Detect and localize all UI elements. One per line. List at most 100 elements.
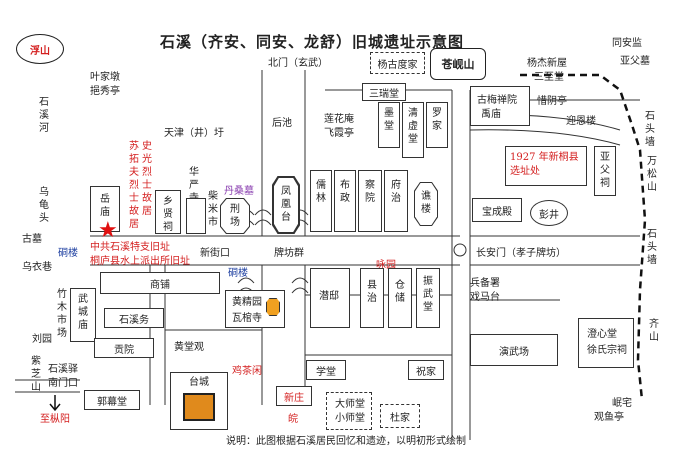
wuyi-xiang-label: 乌衣巷	[22, 262, 52, 273]
tonglu-label: 桐庐县水上派出所旧址	[90, 256, 190, 267]
yang-jie-label: 杨杰新屋	[527, 58, 567, 69]
xiang-ci-label: 乡贤祠	[163, 196, 173, 233]
huayan-gate	[186, 198, 206, 234]
fuzhi-label: 府治	[391, 180, 401, 204]
chezi-label: 岷宅	[612, 398, 632, 409]
liuyuan-label: 刘园	[32, 334, 52, 345]
red-star-icon: ★	[98, 218, 118, 243]
luojia-label: 罗家	[432, 108, 442, 132]
xuetang-label: 学堂	[316, 366, 336, 378]
qingxu-tang-label: 清虚堂	[408, 108, 418, 145]
mo-tang-label: 墨堂	[384, 108, 394, 132]
dujia-label: 杜家	[390, 412, 410, 424]
xu-zhao-label: 徐氏宗祠	[587, 345, 627, 356]
baocheng-box: 宝成殿	[472, 198, 522, 222]
chayuan-box: 察院	[358, 170, 382, 232]
luojia-box: 罗家	[426, 102, 448, 148]
buzheng-label: 布政	[340, 180, 350, 204]
fushan-label: 浮山	[30, 45, 50, 57]
chayuan-label: 察院	[365, 180, 375, 204]
shixi-yi-label: 石溪驿	[48, 364, 78, 375]
sanrui-tang-box: 三瑞堂	[362, 83, 406, 101]
zhenwu-tang-box: 振武堂	[416, 268, 440, 328]
hou-chi-label: 后池	[272, 118, 292, 129]
dashi-box: 大师堂 小师堂	[326, 392, 372, 430]
shixi-he-label: 石溪河	[39, 97, 49, 134]
cangyan-box: 苍岘山	[430, 48, 486, 80]
wansong-shan-label: 万松山	[647, 156, 657, 193]
xinzhuang-label: 新庄	[284, 392, 304, 404]
qiaolou-l2-label: 硐楼	[228, 268, 248, 279]
yue-miao-box: 岳庙	[90, 186, 120, 232]
huangjing-box: 黄精园 瓦棺寺	[225, 290, 285, 328]
shitou-qiang2-label: 石头墙	[647, 229, 657, 266]
yang-gu-du-label: 杨古度家	[377, 59, 418, 71]
zhumu-shichang-label: 竹木市场	[57, 289, 67, 339]
martyrs2-label: 史光烈士故居	[142, 141, 152, 217]
yafu-ci-box: 亚父祠	[594, 146, 616, 196]
pengjing-oval: 彭井	[530, 200, 568, 226]
martyrs-label: 苏拓夫烈士故居	[129, 141, 139, 230]
fushan-badge: 浮山	[16, 34, 64, 64]
shitou-qiang1-label: 石头墙	[645, 111, 655, 148]
yanwu-chang-label: 演武场	[499, 346, 529, 358]
guomu-tang-label: 郭幕堂	[97, 396, 127, 408]
dashi-tang-label: 大师堂	[335, 399, 365, 410]
cangchu-box: 仓储	[388, 268, 412, 328]
xingchang-box: 刑场	[220, 198, 250, 234]
chengxin-label: 澄心堂	[587, 329, 617, 340]
wugui-tou-label: 乌龟头	[39, 187, 49, 224]
chaimi-label: 柴米市	[208, 191, 218, 228]
guomu-tang-box: 郭幕堂	[84, 390, 140, 410]
tongan-jian-label: 同安监	[612, 38, 642, 49]
sanzhi-tang-label: 三至堂	[534, 72, 564, 83]
changan-men-label: 长安门（孝子牌坊）	[476, 248, 566, 259]
cangyan-label: 苍岘山	[441, 58, 475, 71]
qiandi-box: 潜邸	[310, 268, 350, 328]
xiang-ci-box: 乡贤祠	[155, 190, 181, 234]
beimen-label: 北门（玄武）	[268, 58, 328, 69]
shangpu-box: 商铺	[100, 272, 220, 294]
yexu-ting-label: 挹秀亭	[90, 86, 120, 97]
dujia-box: 杜家	[380, 404, 420, 428]
zheng-label: 皖	[288, 414, 298, 425]
xianzhi-box: 县治	[360, 268, 384, 328]
shixi-wu-box: 石溪务	[104, 308, 164, 328]
shangpu-label: 商铺	[150, 279, 170, 291]
feixia-ting-label: 飞霞亭	[324, 128, 354, 139]
fuzhi-box: 府治	[384, 170, 408, 232]
tai-cheng-box: 台城	[170, 372, 228, 430]
zhenwu-tang-label: 振武堂	[423, 276, 433, 313]
yexu-tan-label: 叶家墩	[90, 72, 120, 83]
qiaolou-box: 谯楼	[414, 182, 438, 226]
lantern-icon	[266, 298, 280, 316]
huangjing-label: 黄精园	[232, 297, 262, 308]
gumei-label: 古梅禅院	[477, 95, 517, 106]
gumu-label: 古墓	[22, 234, 42, 245]
wucheng-miao-box: 武城庙	[70, 288, 96, 342]
rulin-box: 儒林	[310, 170, 332, 232]
yafu-ci-label: 亚父祠	[600, 152, 610, 189]
baocheng-label: 宝成殿	[482, 206, 512, 218]
qiaolou-l1-label: 硐楼	[58, 248, 78, 259]
rulin-label: 儒林	[316, 180, 326, 204]
paifang-label: 牌坊群	[274, 248, 304, 259]
gumei-box: 古梅禅院 禹庙	[470, 86, 530, 126]
qingxu-tang-box: 清虚堂	[402, 102, 424, 158]
yuchang-label: 禹庙	[481, 109, 501, 120]
gongyuan-box: 贡院	[94, 338, 154, 358]
qiandi-label: 潜邸	[319, 291, 339, 302]
xiyu-ting-label: 惜阴亭	[537, 96, 567, 107]
xianzhi-label: 县治	[367, 280, 377, 304]
xinrui-label: 1927 年新桐县选址处	[510, 152, 579, 177]
gongyuan-label: 贡院	[114, 344, 134, 356]
page-title: 石溪（齐安、同安、龙舒）旧城遗址示意图	[160, 33, 465, 51]
cangchu-label: 仓储	[395, 280, 405, 304]
fengfeng-tai-box: 凤凰台	[272, 176, 300, 234]
qiaolou-label: 谯楼	[421, 191, 431, 215]
yingchun-lou-label: 迎恩楼	[566, 116, 596, 127]
xingchang-label: 刑场	[230, 204, 240, 228]
zhonggong-label: 中共石溪特支旧址	[90, 242, 170, 253]
nanmen-kou-label: 南门口	[48, 378, 78, 389]
